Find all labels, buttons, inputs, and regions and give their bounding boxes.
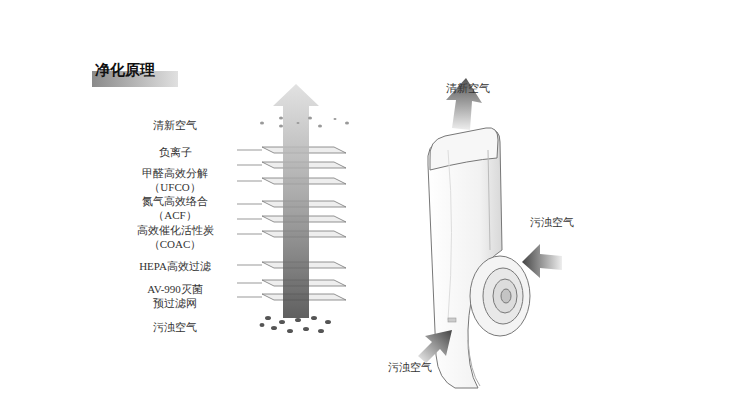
dirty-air-arrow	[418, 330, 452, 363]
layer-label: HEPA高效过滤	[120, 259, 230, 273]
airflow-label: 污浊空气	[507, 215, 597, 229]
layer-label: 高效催化活性炭 （COAC）	[125, 223, 225, 251]
dirty-particles	[260, 316, 332, 333]
leader-lines	[237, 150, 262, 297]
layer-label: 甲醛高效分解 （UFCO）	[130, 166, 220, 194]
layer-label: 污浊空气	[130, 320, 220, 334]
airflow-label: 清新空气	[423, 81, 513, 95]
layer-label: 氮气高效络合 （ACF）	[130, 194, 220, 222]
clean-particles	[260, 117, 349, 128]
airflow-arrow	[273, 84, 319, 318]
layer-label: 负离子	[130, 145, 220, 159]
airflow-label: 污浊空气	[365, 360, 455, 374]
layer-label: 清新空气	[130, 118, 220, 132]
layer-label: AV-990灭菌 预过滤网	[130, 282, 220, 310]
dirty-air-arrow	[522, 244, 562, 278]
diagram-title: 净化原理	[95, 61, 155, 79]
